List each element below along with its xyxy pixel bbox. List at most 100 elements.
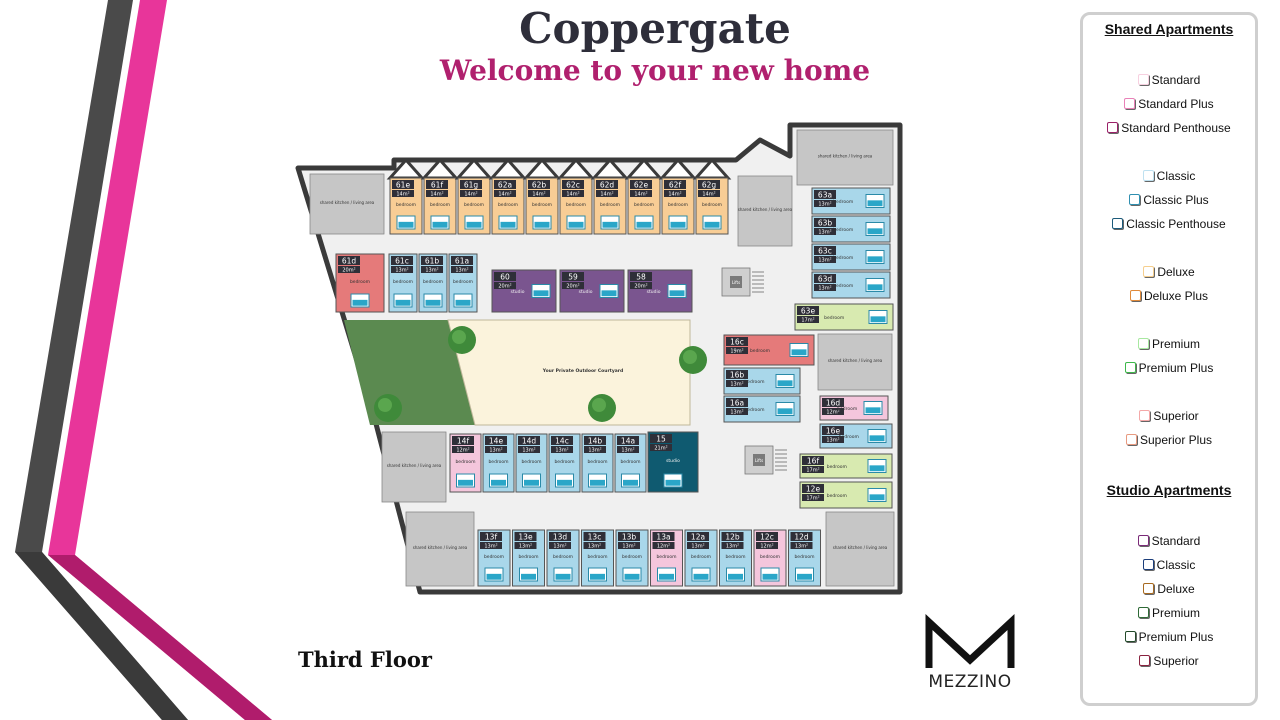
room-number-tag [822,426,844,435]
room-number: 62f [669,181,682,190]
room-size: 12m² [657,544,670,550]
room-size-tag [726,408,748,415]
room-number-tag [814,190,836,199]
room-number-tag [338,256,360,265]
room-size-tag [494,190,516,197]
room-size-tag [814,284,836,291]
floor-label: Third Floor [298,647,432,672]
bed-cover [624,573,640,580]
room-type: bedroom [600,202,620,208]
room-type: bedroom [827,464,847,470]
room-size-tag [687,542,709,549]
shared-kitchen-area [405,511,475,587]
studio-legend-item: Deluxe [1083,582,1255,596]
room-size: 14m² [702,192,715,198]
room-number: 13c [588,533,602,542]
room-number: 62d [600,181,615,190]
room-number: 61c [395,257,409,266]
room-size-tag [630,190,652,197]
room-size: 13m² [555,448,568,454]
room-size: 21m² [654,446,667,452]
room-type: bedroom [827,493,847,499]
pink-stripe [48,0,272,720]
legend-swatch-icon [1129,290,1141,301]
room-size: 13m² [553,544,566,550]
room-size-tag [664,190,686,197]
studio-legend-item: Classic [1083,558,1255,572]
bed-cover [568,221,584,228]
room-type: bedroom [634,202,654,208]
shared-legend-item: Classic [1083,169,1255,183]
room-type: bedroom [622,554,642,560]
room-number-tag [452,436,474,445]
room-number-tag [814,274,836,283]
bed-cover [555,573,571,580]
lift-label: Lifts [755,458,763,463]
room-number-tag [698,180,720,189]
bed-cover [867,200,883,207]
room-size-tag [451,266,473,273]
room-type: bedroom [760,554,780,560]
shared-legend-item: Superior Plus [1083,433,1255,447]
tree-highlight [452,330,466,344]
room-type: bedroom [833,255,853,261]
room-type: bedroom [668,202,688,208]
shared-legend-item: Premium Plus [1083,361,1255,375]
room-size-tag [426,190,448,197]
legend-label: Superior [1153,409,1199,423]
dark-stripe [15,552,188,720]
room-number-tag [528,180,550,189]
shared-legend-item: Deluxe Plus [1083,289,1255,303]
room-number-tag [426,180,448,189]
room-number-tag [562,272,584,281]
room-number: 16e [826,427,841,436]
shared-kitchen-area [825,511,895,587]
legend-swatch-icon [1142,170,1154,181]
room-number: 61g [464,181,479,190]
room-type: bedroom [824,315,844,321]
legend-swatch-icon [1139,655,1151,666]
room-number: 63c [818,247,832,256]
room-size: 13m² [691,544,704,550]
bed-cover [659,573,674,580]
legend-swatch-icon [1143,583,1155,594]
room-number-tag [480,532,502,541]
room-number-tag [451,256,473,265]
room-size-tag [756,542,778,549]
room-type: bedroom [498,202,518,208]
shared-legend-item: Premium [1083,337,1255,351]
room-size-tag [392,190,414,197]
legend-swatch-icon [1137,535,1149,546]
legend-label: Classic [1156,558,1196,572]
courtyard [447,319,691,426]
bed-cover [865,407,881,414]
room-number-tag [391,256,413,265]
room-size: 13m² [730,410,743,416]
room-number: 61a [455,257,469,266]
room-size: 13m² [489,448,502,454]
room-size: 20m² [498,284,511,290]
room-type: bedroom [744,407,764,413]
room-number-tag [421,256,443,265]
room-size-tag [652,542,675,549]
room-size-tag [338,266,360,273]
room-number: 61d [342,257,357,266]
room-size: 20m² [342,268,355,274]
room-number: 13d [553,533,568,542]
room-number-tag [494,272,516,281]
bed-cover [636,221,652,228]
